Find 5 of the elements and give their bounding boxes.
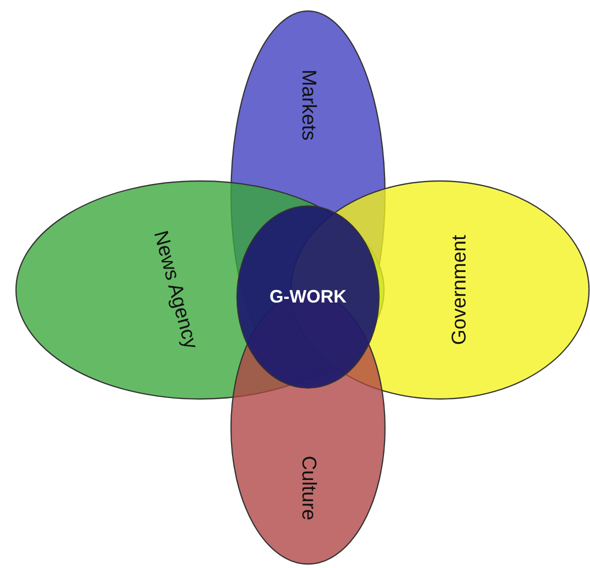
- oval-label: Markets: [296, 69, 320, 141]
- oval-label: Culture: [296, 456, 320, 520]
- oval-label: Government: [448, 234, 472, 346]
- oval-label: News Agency: [148, 228, 202, 352]
- oval-label: G-WORK: [270, 286, 346, 308]
